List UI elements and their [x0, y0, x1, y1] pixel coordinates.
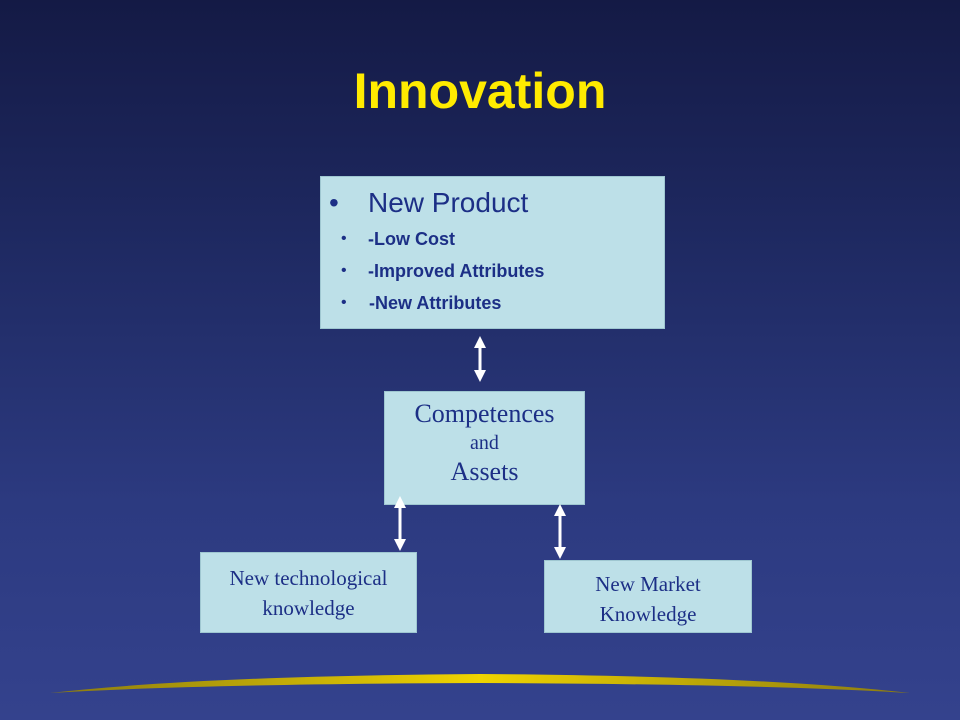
product-heading-text: New Product [368, 187, 529, 218]
bullet-icon: • [329, 187, 339, 218]
bullet-icon: • [341, 294, 347, 311]
market-line-1: New Market [595, 572, 701, 596]
bullet-icon: • [341, 230, 347, 247]
product-list: • New Product • -Low Cost • -Improved At… [321, 183, 664, 319]
slide-title: Innovation [353, 63, 607, 119]
assets-label: Assets [450, 457, 519, 486]
product-item-text: -New Attributes [369, 293, 502, 313]
double-arrow-icon [394, 496, 406, 551]
new-technological-knowledge-box: New technological knowledge [200, 552, 417, 633]
product-heading: • New Product [321, 183, 664, 223]
product-item-improved-attributes: • -Improved Attributes [321, 255, 664, 287]
tech-line-2: knowledge [262, 596, 355, 620]
product-item-text: -Improved Attributes [368, 261, 545, 281]
bullet-icon: • [341, 262, 347, 279]
market-line-2: Knowledge [599, 602, 697, 626]
product-item-new-attributes: • -New Attributes [321, 287, 664, 319]
double-arrow-icon [554, 504, 566, 559]
swoosh-decoration [50, 674, 910, 693]
competences-label: Competences [414, 399, 555, 428]
double-arrow-icon [474, 336, 486, 382]
and-label: and [470, 432, 499, 454]
product-item-text: -Low Cost [368, 229, 455, 249]
new-product-box: • New Product • -Low Cost • -Improved At… [320, 176, 665, 329]
competences-assets-box: Competences and Assets [384, 391, 585, 505]
product-item-low-cost: • -Low Cost [321, 223, 664, 255]
tech-line-1: New technological [229, 566, 388, 590]
new-market-knowledge-box: New Market Knowledge [544, 560, 752, 633]
